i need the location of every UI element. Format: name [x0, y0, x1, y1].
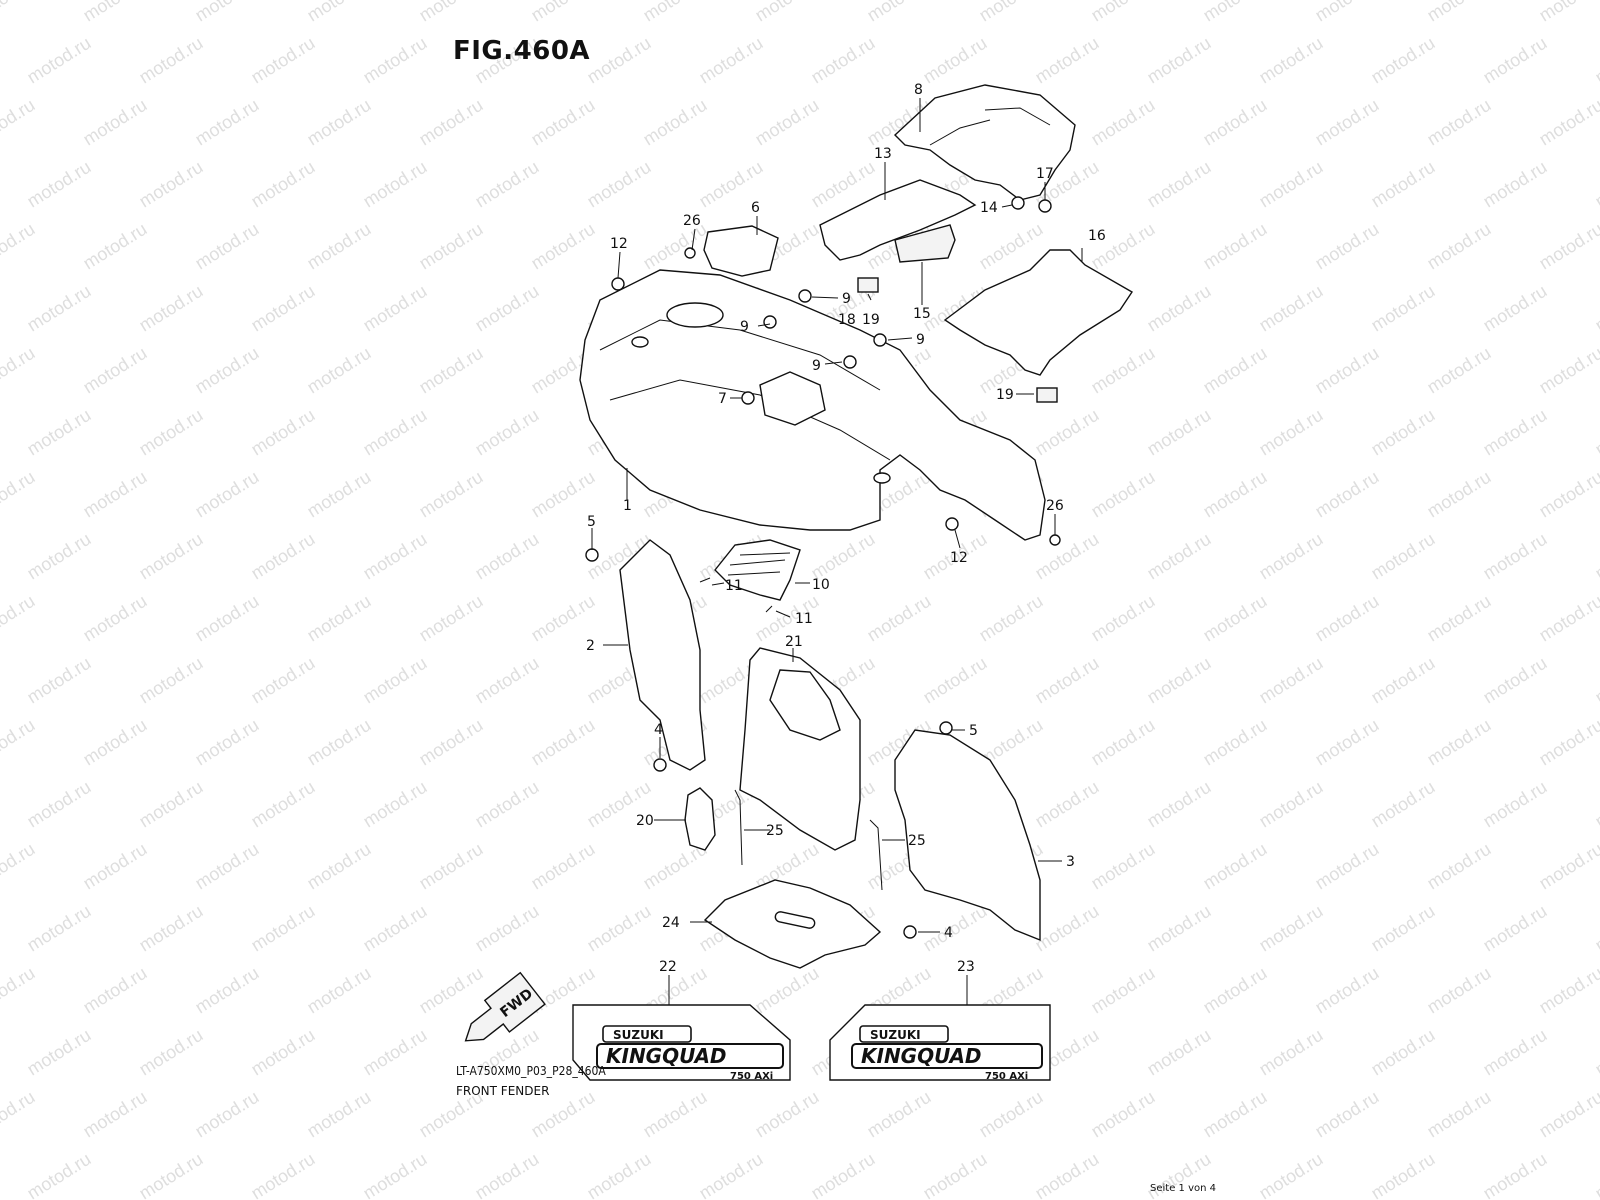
callout-5-right[interactable]: 5	[969, 723, 978, 739]
callout-17[interactable]: 17	[1036, 166, 1054, 182]
callout-11-a[interactable]: 11	[725, 578, 743, 594]
callout-5-left[interactable]: 5	[587, 514, 596, 530]
decal-model-left: KINGQUAD	[606, 1044, 727, 1068]
part-13-bracket[interactable]	[819, 179, 977, 261]
decal-brand-right: SUZUKI	[870, 1028, 921, 1042]
callout-4-left[interactable]: 4	[654, 722, 663, 738]
part-25-tie-a[interactable]	[734, 789, 743, 866]
callout-24[interactable]: 24	[662, 915, 680, 931]
page-indicator: Seite 1 von 4	[1150, 1183, 1216, 1194]
callout-6[interactable]: 6	[751, 200, 760, 216]
fwd-arrow: FWD	[464, 971, 546, 1042]
decal-badge-left: 750 AXi	[730, 1071, 773, 1082]
callout-25-b[interactable]: 25	[908, 833, 926, 849]
callout-9-c[interactable]: 9	[916, 332, 925, 348]
callout-7[interactable]: 7	[718, 391, 727, 407]
callout-18[interactable]: 18	[838, 312, 856, 328]
decal-brand-left: SUZUKI	[613, 1028, 664, 1042]
callout-1[interactable]: 1	[623, 498, 632, 514]
part-10-grille[interactable]	[714, 539, 801, 601]
callout-9-d[interactable]: 9	[812, 358, 821, 374]
callout-8[interactable]: 8	[914, 82, 923, 98]
callout-16[interactable]: 16	[1088, 228, 1106, 244]
callout-13[interactable]: 13	[874, 146, 892, 162]
callout-4-bottom[interactable]: 4	[944, 925, 953, 941]
callout-3[interactable]: 3	[1066, 854, 1075, 870]
part-25-tie-b[interactable]	[869, 819, 883, 891]
decal-model-right: KINGQUAD	[861, 1044, 982, 1068]
callout-11-b[interactable]: 11	[795, 611, 813, 627]
callout-10[interactable]: 10	[812, 577, 830, 593]
callout-15[interactable]: 15	[913, 306, 931, 322]
callout-26-top[interactable]: 26	[683, 213, 701, 229]
callout-25-a[interactable]: 25	[766, 823, 784, 839]
callout-19-a[interactable]: 19	[862, 312, 880, 328]
figure-code: LT-A750XM0_P03_P28_460A	[456, 1064, 606, 1078]
part-19-block-b[interactable]	[1036, 387, 1058, 403]
callout-22[interactable]: 22	[659, 959, 677, 975]
callout-26-right[interactable]: 26	[1046, 498, 1064, 514]
leader-lines	[591, 98, 1083, 1005]
fastener-group	[585, 196, 1061, 939]
figure-caption: FRONT FENDER	[456, 1084, 550, 1098]
callout-12-right[interactable]: 12	[950, 550, 968, 566]
callout-labels: 8 13 17 14 6 26 12 16 9 15 18 19 9 9 9 7…	[586, 82, 1106, 975]
callout-23[interactable]: 23	[957, 959, 975, 975]
callout-9-a[interactable]: 9	[842, 291, 851, 307]
callout-20[interactable]: 20	[636, 813, 654, 829]
part-3-right-inner-panel[interactable]	[894, 729, 1041, 942]
callout-9-b[interactable]: 9	[740, 319, 749, 335]
part-2-left-inner-panel[interactable]	[619, 539, 706, 771]
callout-21[interactable]: 21	[785, 634, 803, 650]
callout-19-b[interactable]: 19	[996, 387, 1014, 403]
part-15-pad[interactable]	[894, 224, 956, 263]
callout-12-top[interactable]: 12	[610, 236, 628, 252]
part-16-side-cover[interactable]	[943, 249, 1133, 376]
callout-14[interactable]: 14	[980, 200, 998, 216]
part-6-lid[interactable]	[703, 225, 779, 277]
part-22-decal-left[interactable]: SUZUKI KINGQUAD 750 AXi	[572, 1004, 791, 1082]
part-23-decal-right[interactable]: SUZUKI KINGQUAD 750 AXi	[829, 1004, 1051, 1082]
part-19-block-a[interactable]	[857, 277, 879, 293]
part-20-bracket[interactable]	[684, 787, 716, 851]
decal-badge-right: 750 AXi	[985, 1071, 1028, 1082]
figure-title: FIG.460A	[453, 36, 591, 66]
callout-2[interactable]: 2	[586, 638, 595, 654]
